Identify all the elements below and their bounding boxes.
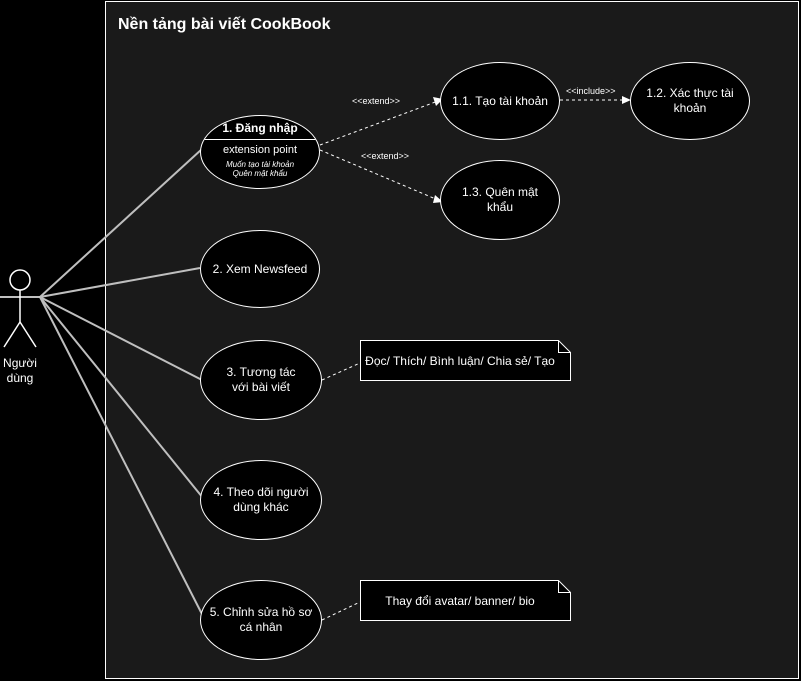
actor-figure bbox=[0, 269, 40, 348]
extend-line-create bbox=[319, 100, 439, 146]
usecase-verify-account[interactable]: 1.2. Xác thực tài khoản bbox=[630, 62, 750, 140]
usecase-interact[interactable]: 3. Tương tác với bài viết bbox=[200, 340, 322, 420]
note-profile: Thay đổi avatar/ banner/ bio bbox=[385, 593, 535, 608]
assoc-edit-profile bbox=[39, 296, 206, 621]
usecase-follow[interactable]: 4. Theo dõi người dùng khác bbox=[200, 460, 322, 540]
usecase-create-account[interactable]: 1.1. Tạo tài khoản bbox=[440, 62, 560, 140]
actor-left-leg bbox=[3, 321, 21, 348]
note-link-interact bbox=[321, 362, 361, 381]
include-label: <<include>> bbox=[566, 86, 616, 96]
extend-label-forgot: <<extend>> bbox=[361, 151, 410, 161]
note-link-profile bbox=[321, 601, 361, 621]
usecase-login-divider bbox=[201, 139, 319, 140]
assoc-interact bbox=[39, 296, 203, 381]
usecase-forgot-password[interactable]: 1.3. Quên mật khẩu bbox=[440, 160, 560, 240]
note-profile-fold bbox=[558, 580, 571, 593]
assoc-newsfeed bbox=[39, 267, 201, 298]
extension-point-item: Quên mật khẩu bbox=[232, 169, 288, 178]
usecase-login[interactable]: 1. Đăng nhập extension point Muốn tạo tà… bbox=[200, 115, 320, 189]
actor-right-leg bbox=[19, 321, 37, 348]
usecase-edit-profile[interactable]: 5. Chỉnh sửa hồ sơ cá nhân bbox=[200, 580, 322, 660]
usecase-newsfeed[interactable]: 2. Xem Newsfeed bbox=[200, 230, 320, 308]
note-interact-fold bbox=[558, 340, 571, 353]
note-interact-shape bbox=[360, 340, 571, 381]
note-interact: Đọc/ Thích/ Bình luận/ Chia sẻ/ Tạo bbox=[365, 353, 555, 368]
extend-label-create: <<extend>> bbox=[352, 96, 401, 106]
note-profile-shape bbox=[360, 580, 571, 621]
extension-point-item: Muốn tạo tài khoản bbox=[225, 160, 295, 169]
extension-point-items: Muốn tạo tài khoản Quên mật khẩu bbox=[201, 160, 319, 178]
assoc-follow bbox=[39, 296, 204, 499]
actor-head bbox=[9, 269, 31, 291]
include-arrow bbox=[622, 96, 631, 104]
usecase-login-title: 1. Đăng nhập bbox=[222, 121, 298, 135]
assoc-login bbox=[39, 148, 203, 298]
actor-label: Người dùng bbox=[3, 356, 37, 385]
extension-point-label: extension point bbox=[223, 144, 297, 156]
system-title: Nền tảng bài viết CookBook bbox=[118, 16, 331, 33]
